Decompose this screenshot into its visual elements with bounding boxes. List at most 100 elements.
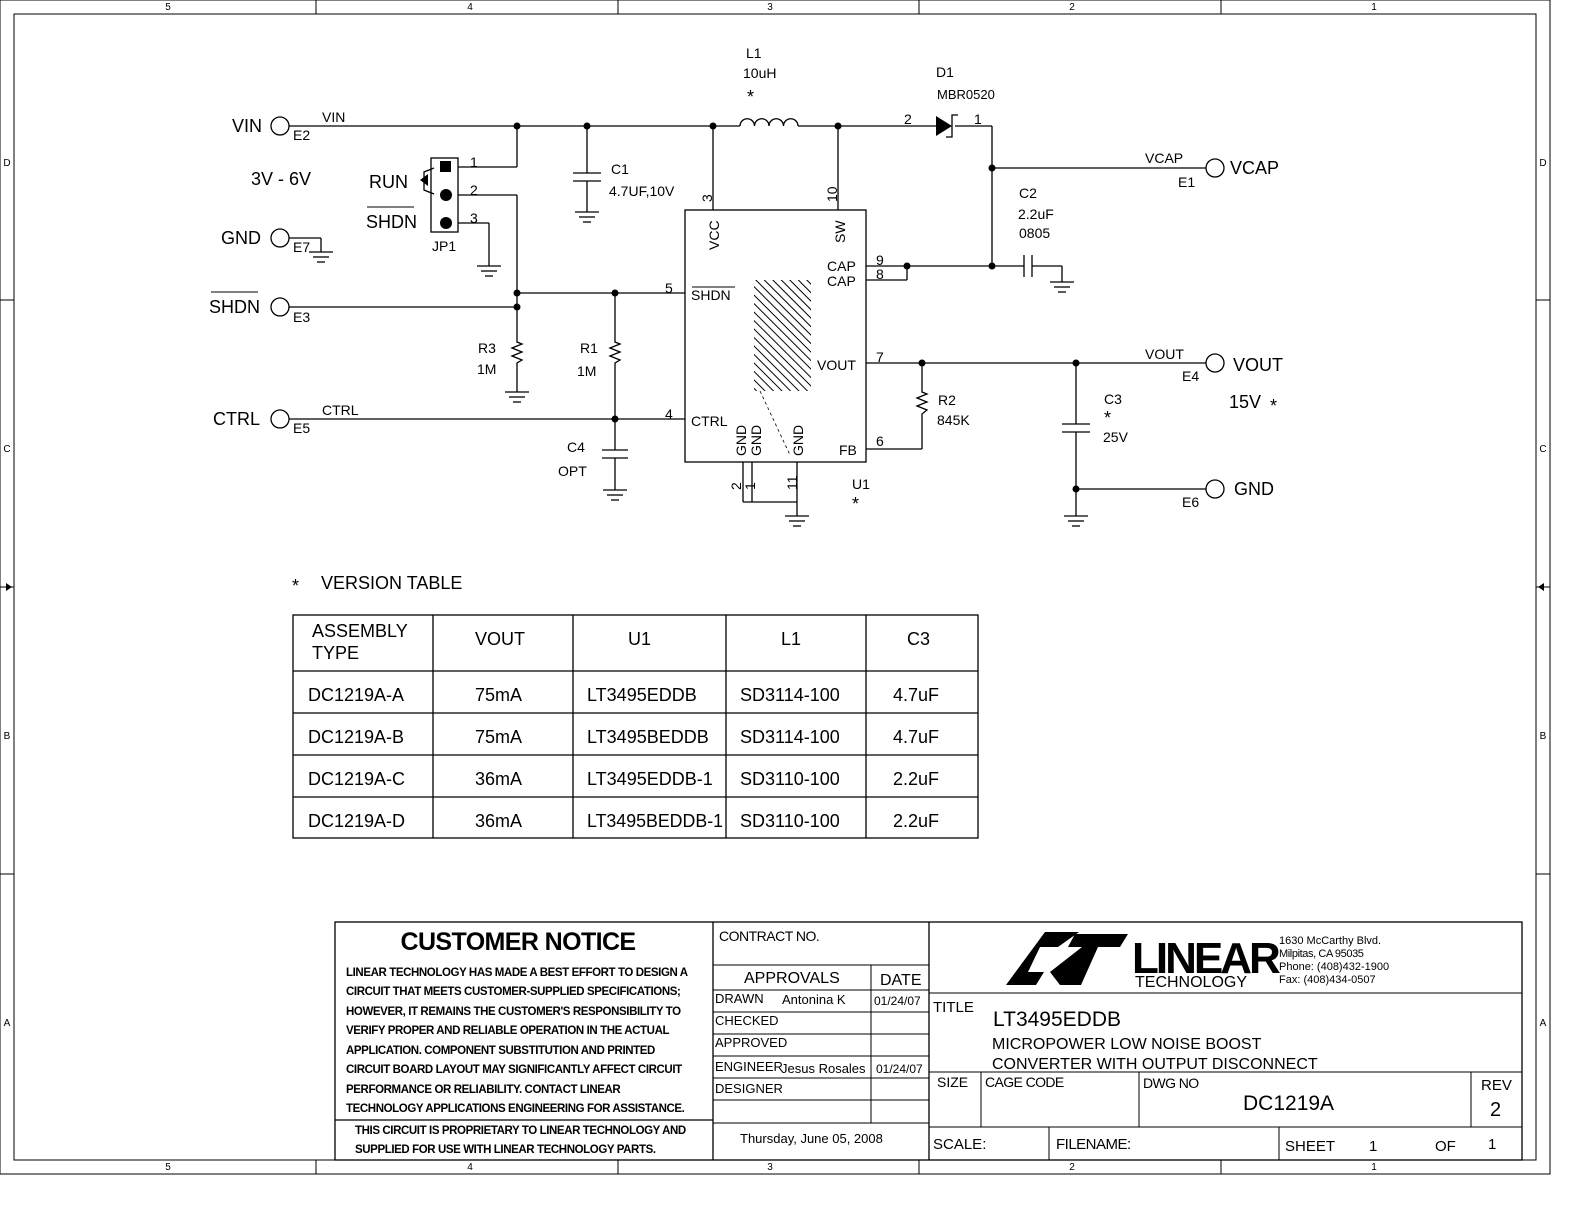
terminal-circle-icon xyxy=(270,228,290,248)
connector-gnd-in[interactable]: GND E7 xyxy=(221,228,310,255)
sheet-number: 1 xyxy=(1369,1138,1377,1155)
table-cell: DC1219A-D xyxy=(308,811,405,831)
pin-name: SW xyxy=(832,220,848,243)
table-cell: 4.7uF xyxy=(893,685,939,705)
pin-name: VCC xyxy=(706,220,722,250)
connector-label: CTRL xyxy=(213,409,260,429)
connector-label: GND xyxy=(1234,479,1274,499)
company-address: Phone: (408)432-1900 xyxy=(1279,961,1389,973)
table-cell: LT3495EDDB xyxy=(587,685,697,705)
jumper-run-label: RUN xyxy=(369,172,408,192)
logo-wordmark: LINEAR xyxy=(1132,934,1280,983)
connector-gnd-out[interactable]: GND E6 xyxy=(1182,479,1274,510)
col-label: 3 xyxy=(767,2,773,13)
component-ref: D1 xyxy=(936,64,954,80)
connector-vout[interactable]: VOUT E4 VOUT 15V * xyxy=(1145,346,1283,416)
company-address: Milpitas, CA 95035 xyxy=(1279,948,1364,960)
capacitor-c2: C2 2.2uF 0805 xyxy=(1018,185,1054,277)
resistor-r1: R1 1M xyxy=(577,340,622,379)
total-sheets: 1 xyxy=(1488,1136,1496,1153)
jumper-jp1[interactable]: 1 2 3 RUN SHDN JP1 xyxy=(366,154,478,254)
pin-name: GND xyxy=(733,425,749,456)
table-header: VOUT xyxy=(475,629,525,649)
col-label: 2 xyxy=(1069,1162,1075,1173)
table-row: DC1219A-A 75mA LT3495EDDB SD3114-100 4.7… xyxy=(308,685,939,705)
component-value: 2.2uF xyxy=(1018,206,1054,222)
version-star: * xyxy=(1270,396,1277,416)
part-number: LT3495EDDB xyxy=(993,1008,1121,1031)
resistor-r2: R2 845K xyxy=(915,390,970,428)
jumper-shdn-label: SHDN xyxy=(366,212,417,232)
col-label: 1 xyxy=(1371,1162,1377,1173)
version-star: * xyxy=(1104,408,1111,428)
table-header: C3 xyxy=(907,629,930,649)
component-value: 25V xyxy=(1103,429,1129,445)
table-cell: DC1219A-C xyxy=(308,769,405,789)
terminal-circle-icon xyxy=(1205,158,1225,178)
approval-date: 01/24/07 xyxy=(876,1062,923,1076)
connector-vcap[interactable]: VCAP E1 VCAP xyxy=(1145,150,1279,190)
notice-line: CIRCUIT THAT MEETS CUSTOMER-SUPPLIED SPE… xyxy=(346,986,680,998)
rev-label: REV xyxy=(1481,1077,1512,1094)
proprietary-line: THIS CIRCUIT IS PROPRIETARY TO LINEAR TE… xyxy=(355,1125,686,1137)
connector-ctrl[interactable]: CTRL E5 CTRL xyxy=(213,402,359,436)
component-value: 4.7UF,10V xyxy=(609,183,675,199)
version-table: * VERSION TABLE ASSEMBLY TYPE VOUT U1 L1… xyxy=(292,573,979,839)
title-description: CONVERTER WITH OUTPUT DISCONNECT xyxy=(992,1056,1318,1073)
terminal-circle-icon xyxy=(270,116,290,136)
table-cell: DC1219A-B xyxy=(308,727,404,747)
junction-dots xyxy=(513,122,1080,493)
table-cell: 2.2uF xyxy=(893,811,939,831)
resistor-r3: R3 1M xyxy=(477,340,524,377)
table-cell: SD3110-100 xyxy=(740,769,840,789)
connector-label: VCAP xyxy=(1230,158,1279,178)
title-label: TITLE xyxy=(933,999,974,1016)
pin-number: 2 xyxy=(904,111,912,127)
date-label: DATE xyxy=(880,972,921,989)
terminal-circle-icon xyxy=(1205,479,1225,499)
proprietary-line: SUPPLIED FOR USE WITH LINEAR TECHNOLOGY … xyxy=(355,1144,656,1156)
diode-d1: D1 MBR0520 2 1 xyxy=(904,64,995,138)
table-row: DC1219A-C 36mA LT3495EDDB-1 SD3110-100 2… xyxy=(308,769,939,789)
component-ref: C4 xyxy=(567,439,585,455)
company-address: Fax: (408)434-0507 xyxy=(1279,974,1376,986)
net-label: VIN xyxy=(322,109,345,125)
row-label: A xyxy=(1540,1018,1547,1029)
pin-number: 8 xyxy=(876,266,884,282)
pin-number: 11 xyxy=(784,475,800,490)
dwg-label: DWG NO xyxy=(1143,1075,1199,1091)
table-header: ASSEMBLY xyxy=(312,621,408,641)
capacitor-c4: C4 OPT xyxy=(558,439,628,479)
terminal-circle-icon xyxy=(1205,353,1225,373)
pin-number: 2 xyxy=(728,482,744,490)
table-row: DC1219A-B 75mA LT3495BEDDB SD3114-100 4.… xyxy=(308,727,939,747)
capacitor-c3: C3 * 25V xyxy=(1062,391,1129,445)
vout-voltage: 15V xyxy=(1229,392,1261,412)
col-label: 4 xyxy=(467,2,473,13)
notice-line: LINEAR TECHNOLOGY HAS MADE A BEST EFFORT… xyxy=(346,967,688,979)
pin-name: FB xyxy=(839,442,857,458)
connector-ref: E7 xyxy=(293,239,310,255)
connector-ref: E3 xyxy=(293,309,310,325)
net-label: VOUT xyxy=(1145,346,1184,362)
approval-name: Antonina K xyxy=(782,992,846,1007)
table-header: TYPE xyxy=(312,643,359,663)
connector-vin[interactable]: VIN E2 VIN 3V - 6V xyxy=(232,109,345,189)
version-star: * xyxy=(292,576,299,596)
size-label: SIZE xyxy=(937,1074,968,1090)
connector-label: GND xyxy=(221,228,261,248)
table-cell: LT3495BEDDB-1 xyxy=(587,811,723,831)
net-label: CTRL xyxy=(322,402,359,418)
connector-shdn[interactable]: SHDN E3 xyxy=(209,291,310,325)
inductor-l1: L1 10uH * xyxy=(739,45,799,127)
scale-label: SCALE: xyxy=(933,1136,986,1153)
col-label: 5 xyxy=(165,2,171,13)
table-cell: 36mA xyxy=(475,811,522,831)
rev-value: 2 xyxy=(1490,1099,1501,1121)
component-ref: R3 xyxy=(478,340,496,356)
pin-name: CAP xyxy=(827,258,856,274)
pin-name: VOUT xyxy=(817,357,856,373)
component-ref: R2 xyxy=(938,392,956,408)
sheet-label: SHEET xyxy=(1285,1138,1335,1155)
